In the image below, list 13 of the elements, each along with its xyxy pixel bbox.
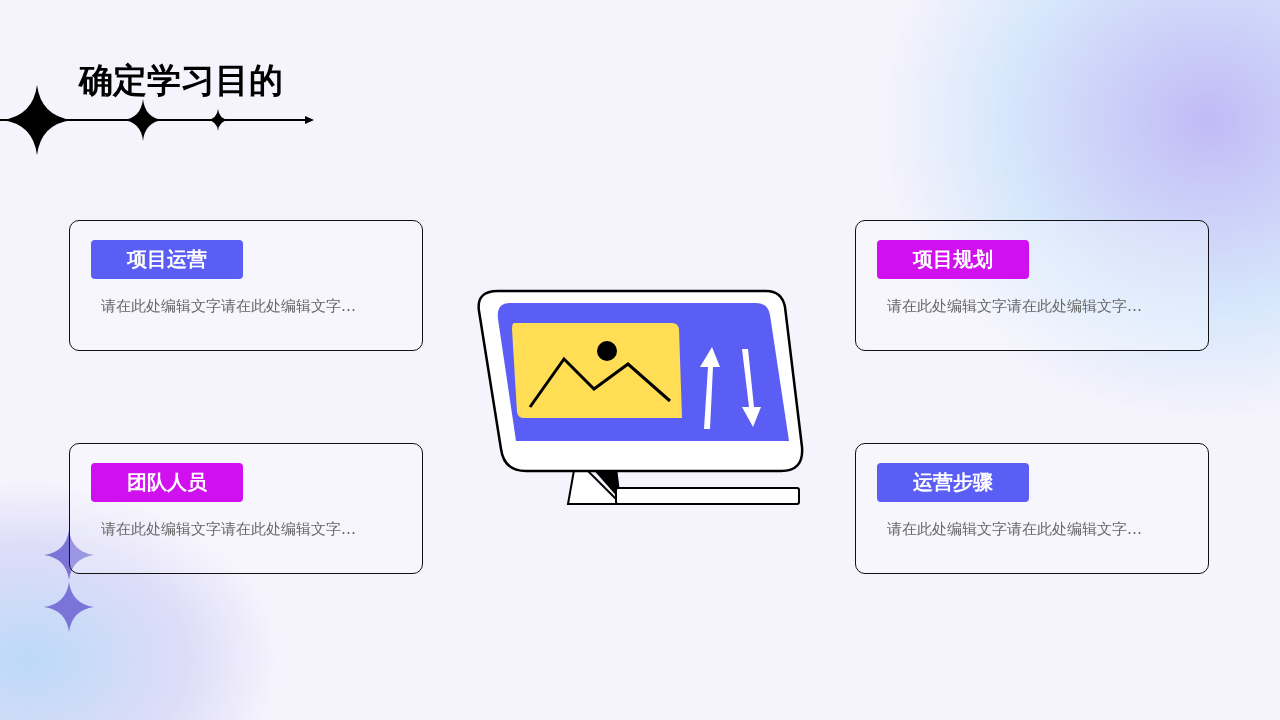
text-card (69, 220, 423, 351)
heading-tag: 项目规划 (877, 240, 1029, 279)
body-text: 请在此处编辑文字请在此处编辑文字… (101, 297, 356, 316)
body-text: 请在此处编辑文字请在此处编辑文字… (887, 297, 1142, 316)
text-card (69, 443, 423, 574)
heading-tag: 团队人员 (91, 463, 243, 502)
text-card (855, 220, 1209, 351)
body-text: 请在此处编辑文字请在此处编辑文字… (887, 520, 1142, 539)
heading-tag: 项目运营 (91, 240, 243, 279)
heading-tag: 运营步骤 (877, 463, 1029, 502)
title: 确定学习目的 (79, 59, 283, 102)
body-text: 请在此处编辑文字请在此处编辑文字… (101, 520, 356, 539)
text-card (855, 443, 1209, 574)
